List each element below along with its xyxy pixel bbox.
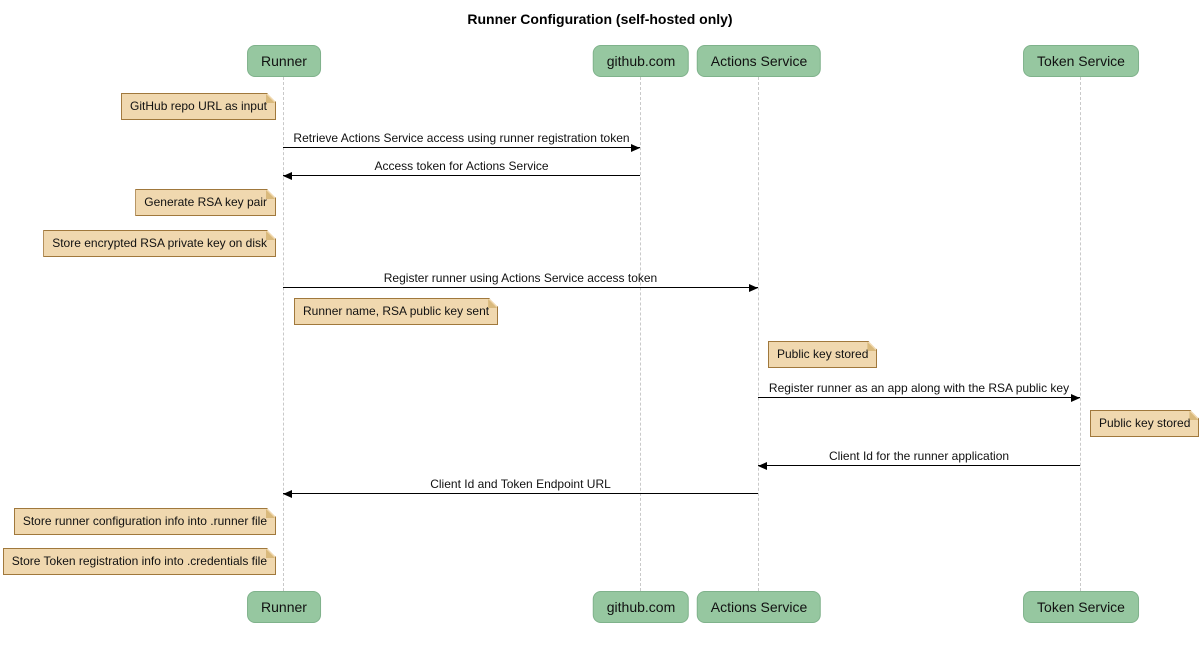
message-label: Client Id and Token Endpoint URL — [430, 477, 611, 491]
participant-token-service-bottom: Token Service — [1023, 591, 1139, 623]
lifeline-github — [640, 77, 641, 591]
note-store-credentials-file: Store Token registration info into .cred… — [3, 548, 276, 575]
note-generate-rsa-key-pair: Generate RSA key pair — [135, 189, 276, 216]
message-client-id-returned: Client Id for the runner application — [758, 449, 1080, 470]
note-runner-name-public-key-sent: Runner name, RSA public key sent — [294, 298, 498, 325]
lifeline-runner — [283, 77, 284, 591]
participant-github-top: github.com — [592, 45, 690, 77]
message-arrow-right — [283, 284, 758, 292]
message-arrow-left — [758, 462, 1080, 470]
message-arrow-right — [758, 394, 1080, 402]
message-retrieve-actions-access: Retrieve Actions Service access using ru… — [283, 131, 640, 152]
message-register-runner: Register runner using Actions Service ac… — [283, 271, 758, 292]
note-public-key-stored-actions: Public key stored — [768, 341, 877, 368]
message-arrow-left — [283, 490, 758, 498]
participant-github-bottom: github.com — [592, 591, 690, 623]
message-label: Retrieve Actions Service access using ru… — [293, 131, 630, 145]
note-public-key-stored-token: Public key stored — [1090, 410, 1199, 437]
participant-token-service-top: Token Service — [1023, 45, 1139, 77]
message-label: Access token for Actions Service — [374, 159, 549, 173]
note-store-encrypted-private-key: Store encrypted RSA private key on disk — [43, 230, 276, 257]
lifeline-actions-service — [758, 77, 759, 591]
participant-runner-top: Runner — [247, 45, 321, 77]
message-client-id-endpoint-url: Client Id and Token Endpoint URL — [283, 477, 758, 498]
participant-actions-service-bottom: Actions Service — [696, 591, 822, 623]
message-register-runner-app: Register runner as an app along with the… — [758, 381, 1080, 402]
message-label: Register runner as an app along with the… — [768, 381, 1070, 395]
participant-actions-service-top: Actions Service — [696, 45, 822, 77]
diagram-title: Runner Configuration (self-hosted only) — [467, 11, 733, 27]
lifeline-token-service — [1080, 77, 1081, 591]
message-access-token-returned: Access token for Actions Service — [283, 159, 640, 180]
message-arrow-left — [283, 172, 640, 180]
note-store-runner-file: Store runner configuration info into .ru… — [14, 508, 276, 535]
note-github-repo-url-input: GitHub repo URL as input — [121, 93, 276, 120]
message-label: Client Id for the runner application — [828, 449, 1010, 463]
message-arrow-right — [283, 144, 640, 152]
message-label: Register runner using Actions Service ac… — [383, 271, 658, 285]
participant-runner-bottom: Runner — [247, 591, 321, 623]
